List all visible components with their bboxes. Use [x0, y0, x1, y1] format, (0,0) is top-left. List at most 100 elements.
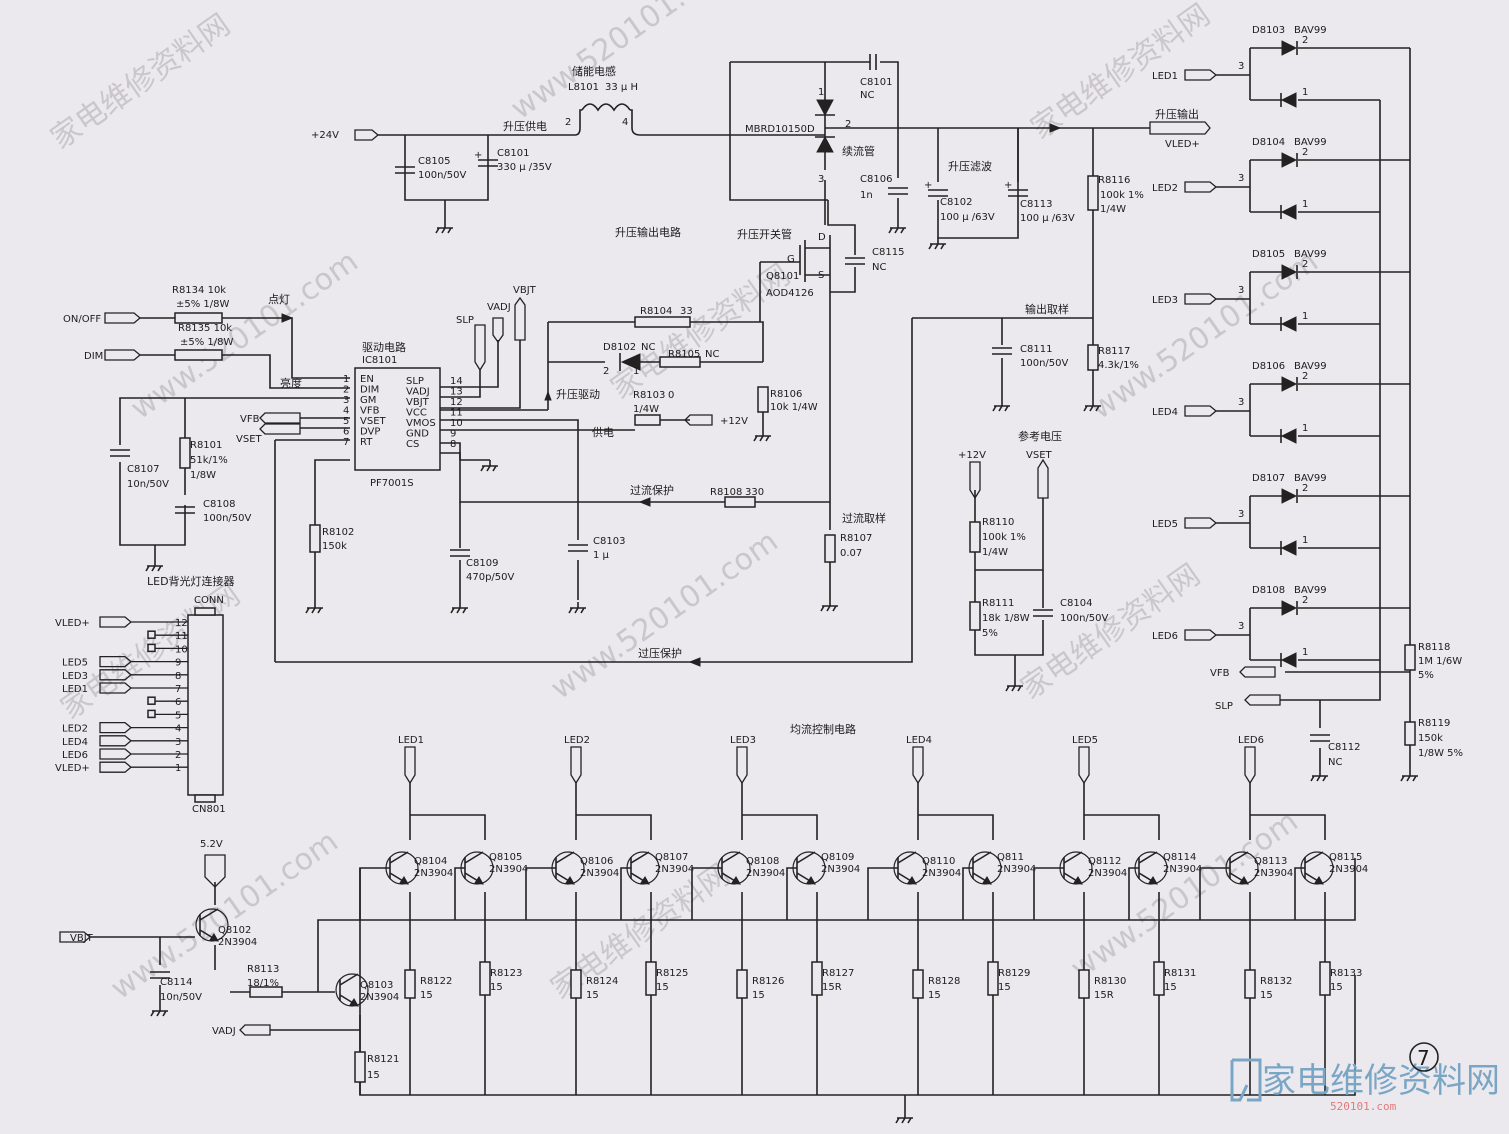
r8117-ref: R8117: [1098, 346, 1130, 357]
c8106-val: 1n: [860, 190, 873, 201]
r8116-pw: 1/4W: [1100, 204, 1126, 215]
plus24v-label: +24V: [311, 130, 339, 141]
ic-pin-name: VMOS: [406, 418, 436, 429]
r8121-val: 15: [367, 1070, 380, 1081]
r8106: [757, 386, 769, 413]
balance-ra-val: 15: [752, 990, 765, 1001]
balance-rb-ref: R8133: [1330, 968, 1362, 979]
bav99-pin: 1: [1302, 199, 1308, 210]
r8108-ref: R8108: [710, 487, 742, 498]
r8111-val: 18k 1/8W: [982, 613, 1030, 624]
bav99-part: BAV99: [1294, 137, 1327, 148]
bav99-pin: 1: [1302, 311, 1308, 322]
ground-symbols: [145, 222, 1418, 1124]
ic-pin-number: 10: [450, 418, 463, 429]
plus12v-flag: [684, 414, 713, 426]
reference-wiring: [974, 490, 1044, 680]
balance-q2-part: 2N3904: [1163, 864, 1202, 875]
ic-pin-number: 6: [343, 427, 349, 438]
ground-symbol: [305, 602, 323, 614]
vled-out-flag: [1149, 121, 1211, 135]
bav99-pin: 2: [1302, 595, 1308, 606]
balance-rb-ref: R8123: [490, 968, 522, 979]
inductor-value: 33 μ H: [605, 82, 638, 93]
bav99-led-label: LED5: [1152, 519, 1178, 530]
c8101-val: 330 μ /35V: [497, 162, 552, 173]
bav99-pin: 2: [1302, 371, 1308, 382]
inductor-ref: L8101: [568, 82, 599, 93]
balance-led-label: LED4: [906, 735, 932, 746]
connector-pin: 11: [147, 630, 188, 642]
watermark: 家电维修资料网: [45, 7, 237, 156]
balance-led-label: LED5: [1072, 735, 1098, 746]
ground-symbol: [450, 602, 468, 614]
slp-right-label: SLP: [1215, 701, 1233, 712]
switch-tube-label: 升压开关管: [737, 227, 792, 241]
balance-q1-ref: Q8112: [1088, 856, 1121, 867]
dim-label: DIM: [84, 351, 103, 362]
balance-q1-part: 2N3904: [580, 868, 619, 879]
r8103-val: 0: [668, 390, 674, 401]
bav99-pin: 2: [1302, 259, 1308, 270]
c8113-val: 100 μ /63V: [1020, 213, 1075, 224]
bav99-ref: D8104: [1252, 137, 1285, 148]
vfb-right-label: VFB: [1210, 668, 1230, 679]
r8116: [1087, 175, 1099, 211]
ic-pin-name: GM: [360, 395, 376, 406]
ic-pin-name: SLP: [406, 376, 424, 387]
connector-pin-signal: LED1: [62, 684, 88, 695]
ic-pin-name: VSET: [360, 416, 387, 427]
vfb-flag: [259, 412, 301, 424]
connector-pin: 6: [147, 696, 188, 708]
vbjt-flag-label: VBJT: [513, 285, 537, 296]
bav99-part: BAV99: [1294, 585, 1327, 596]
boost-supply-label: 升压供电: [503, 119, 547, 133]
balance-q2-ref: Q8109: [821, 852, 854, 863]
r8118: [1404, 644, 1416, 671]
v52-flag: [204, 854, 226, 888]
r8101-ref: R8101: [190, 440, 222, 451]
ground-symbol: [568, 602, 586, 614]
bav99-led-label: LED4: [1152, 407, 1178, 418]
r8111-ref: R8111: [982, 598, 1014, 609]
balance-ra-val: 15: [586, 990, 599, 1001]
plus12v-ref-label: +12V: [958, 450, 986, 461]
r8106-val: 10k 1/4W: [770, 402, 818, 413]
ic-pin-name: VADJ: [406, 387, 430, 398]
balance-rb-val: 15: [998, 982, 1011, 993]
c8109-val: 470p/50V: [466, 572, 515, 583]
balance-ra-val: 15: [420, 990, 433, 1001]
plus12v-ref-flag: [969, 461, 981, 500]
d8102-pin1: 1: [633, 366, 639, 377]
q8101-ref: Q8101: [766, 271, 799, 282]
logo-url: 520101.com: [1330, 1100, 1397, 1113]
r8104-ref: R8104: [640, 306, 672, 317]
r8108-val: 330: [745, 487, 764, 498]
c8115-ref: C8115: [872, 247, 904, 258]
text-labels: +24V ON/OFF DIM VFB VSET 升压供电 储能电感 L8101…: [59, 64, 1281, 1037]
q8102-part: 2N3904: [218, 937, 257, 948]
connector-pin-signal: LED6: [62, 750, 88, 761]
balance-q1-ref: Q8110: [922, 856, 955, 867]
balance-led-label: LED6: [1238, 735, 1264, 746]
ground-symbol: [895, 1112, 913, 1124]
ground-symbol: [888, 222, 906, 234]
r8110-ref: R8110: [982, 517, 1014, 528]
c8114: [150, 971, 170, 979]
inductor-title: 储能电感: [572, 64, 616, 78]
connector-pin-signal: LED2: [62, 724, 88, 735]
diode-main-pin3: 3: [818, 174, 824, 185]
r8101: [179, 437, 191, 469]
balance-q2-part: 2N3904: [821, 864, 860, 875]
c8103: [568, 544, 588, 552]
